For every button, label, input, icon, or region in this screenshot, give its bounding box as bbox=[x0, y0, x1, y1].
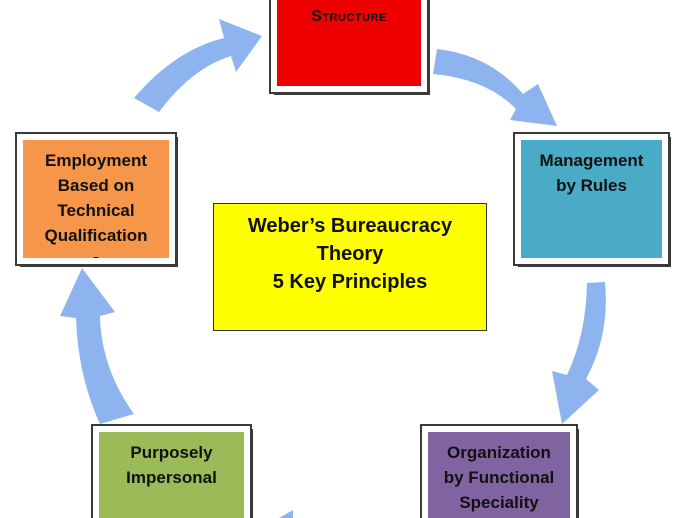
principle-label: by Rules bbox=[556, 176, 627, 195]
principle-label: Structure bbox=[311, 8, 387, 25]
arrow-left-to-top bbox=[134, 19, 262, 112]
principle-label: Technical bbox=[57, 201, 135, 220]
center-title-box: Weber’s Bureaucracy Theory 5 Key Princip… bbox=[213, 203, 487, 331]
principle-label: Purposely bbox=[130, 443, 213, 462]
principle-box-impersonal: Purposely Impersonal bbox=[91, 424, 252, 518]
principle-label: s bbox=[91, 251, 101, 264]
principle-label: by Functional bbox=[443, 468, 555, 487]
principle-box-employment: Employment Based on Technical Qualificat… bbox=[15, 132, 177, 266]
principle-box-structure: Structure bbox=[269, 0, 429, 94]
principle-label: Qualification bbox=[44, 226, 148, 245]
principle-label: Speciality bbox=[459, 493, 539, 512]
arrow-bottom-right-to-bottom-left bbox=[279, 510, 293, 518]
principle-label: Management bbox=[539, 151, 644, 170]
center-subtitle: 5 Key Principles bbox=[272, 271, 428, 293]
arrow-top-to-right bbox=[433, 49, 557, 126]
principle-box-organization: Organization by Functional Speciality bbox=[420, 424, 578, 518]
principle-label: Impersonal bbox=[126, 468, 217, 487]
principle-label: Employment bbox=[44, 151, 148, 170]
principle-label: Based on bbox=[57, 176, 135, 195]
principle-box-management: Management by Rules bbox=[513, 132, 670, 266]
principle-label: Organization bbox=[447, 443, 551, 462]
center-title-line: Weber’s Bureaucracy bbox=[247, 215, 453, 237]
arrow-right-to-bottom-right bbox=[552, 282, 606, 424]
center-title-line: Theory bbox=[316, 243, 384, 265]
arrow-bottom-left-to-left bbox=[60, 268, 134, 424]
